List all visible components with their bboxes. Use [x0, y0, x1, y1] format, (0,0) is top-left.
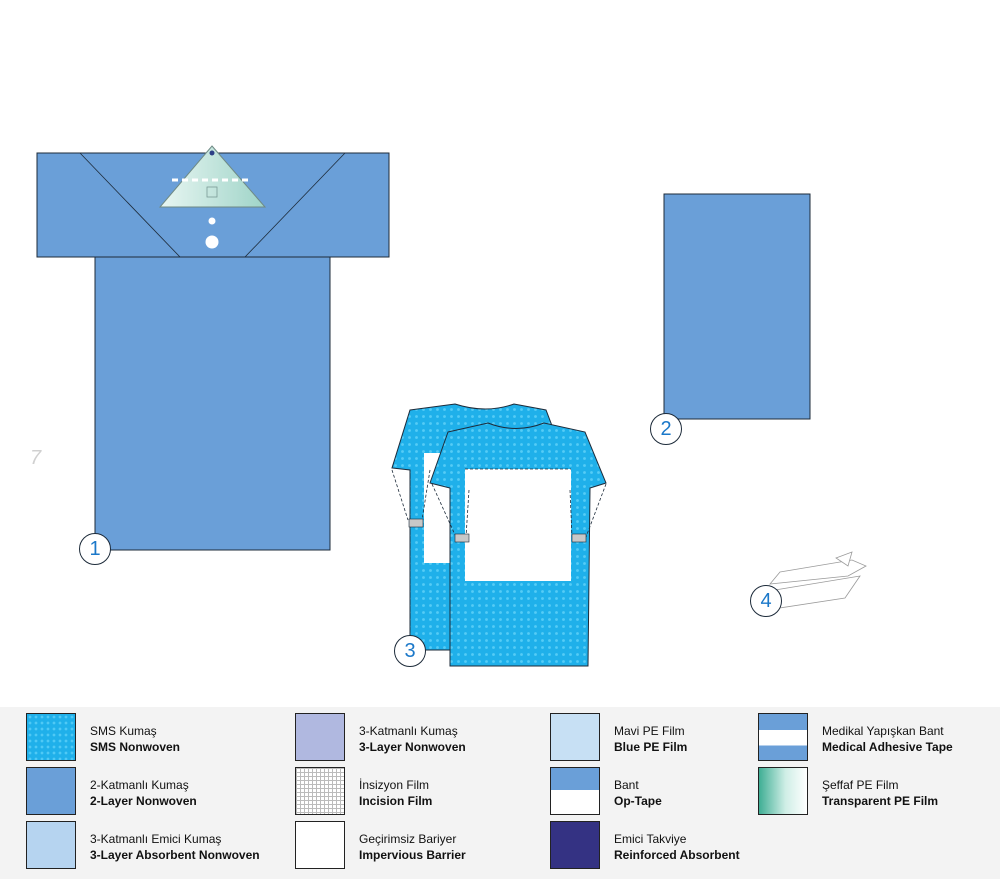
tape-item-4: [759, 551, 867, 612]
product-diagram: 1 2 3 4 7: [30, 145, 867, 667]
legend-en: 2-Layer Nonwoven: [90, 794, 197, 808]
legend-en: Reinforced Absorbent: [614, 848, 740, 862]
swatch-medical-adhesive-tape: [758, 713, 808, 761]
label-item-3: 3: [394, 635, 426, 667]
swatch-incision-film: [295, 767, 345, 815]
gown-back-cuff: [408, 518, 424, 528]
legend-en: Blue PE Film: [614, 740, 688, 754]
swatch-3-layer: [295, 713, 345, 761]
drape-item-2: [663, 193, 811, 420]
label-item-2: 2: [650, 413, 682, 445]
swatch-impervious-barrier: [295, 821, 345, 869]
legend-tr: Medikal Yapışkan Bant: [822, 724, 944, 738]
swatch-op-tape: [550, 767, 600, 815]
swatch-transparent-pe-film: [758, 767, 808, 815]
swatch-3-layer-absorbent: [26, 821, 76, 869]
gown-front-cuff-left: [454, 533, 470, 543]
legend-en: Op-Tape: [614, 794, 662, 808]
drape-fold-right-line: [244, 152, 346, 258]
legend-en: SMS Nonwoven: [90, 740, 181, 754]
legend-tr: SMS Kumaş: [90, 724, 157, 738]
legend-tr: 3-Katmanlı Emici Kumaş: [90, 832, 222, 846]
drape-pouch-dot: [209, 150, 215, 156]
legend-tr: İnsizyon Film: [359, 778, 430, 792]
drape-pouch-triangle: [158, 145, 267, 208]
swatch-reinforced-absorbent: [550, 821, 600, 869]
gown-front: [429, 422, 607, 667]
diagram-canvas: [36, 145, 867, 667]
label-item-4: 4: [750, 585, 782, 617]
drape-large-hole: [205, 235, 219, 249]
swatch-sms-nonwoven: [26, 713, 76, 761]
drape-small-hole: [208, 217, 216, 225]
legend-tr: Şeffaf PE Film: [822, 778, 899, 792]
gown-front-barrier: [465, 469, 571, 581]
legend-en: 3-Layer Absorbent Nonwoven: [90, 848, 260, 862]
drape-fold-left-line: [79, 152, 181, 258]
legend-tr: 2-Katmanlı Kumaş: [90, 778, 189, 792]
swatch-blue-pe-film: [550, 713, 600, 761]
gown-item-3: [391, 403, 607, 667]
legend-tr: Geçirimsiz Bariyer: [359, 832, 457, 846]
label-item-1: 1: [79, 533, 111, 565]
swatch-2-layer: [26, 767, 76, 815]
legend-en: Transparent PE Film: [822, 794, 939, 808]
legend-en: Medical Adhesive Tape: [822, 740, 953, 754]
drape-item-1: [36, 145, 390, 551]
legend-en: Impervious Barrier: [359, 848, 466, 862]
legend-en: Incision Film: [359, 794, 433, 808]
legend-tr: Bant: [614, 778, 639, 792]
drape-pouch-square: [206, 186, 218, 198]
legend-tr: Mavi PE Film: [614, 724, 685, 738]
stray-mark: 7: [30, 447, 42, 469]
legend-tr: 3-Katmanlı Kumaş: [359, 724, 458, 738]
legend-tr: Emici Takviye: [614, 832, 687, 846]
drape-body-panel: [94, 256, 331, 551]
gown-front-cuff-right: [571, 533, 587, 543]
legend-en: 3-Layer Nonwoven: [359, 740, 466, 754]
